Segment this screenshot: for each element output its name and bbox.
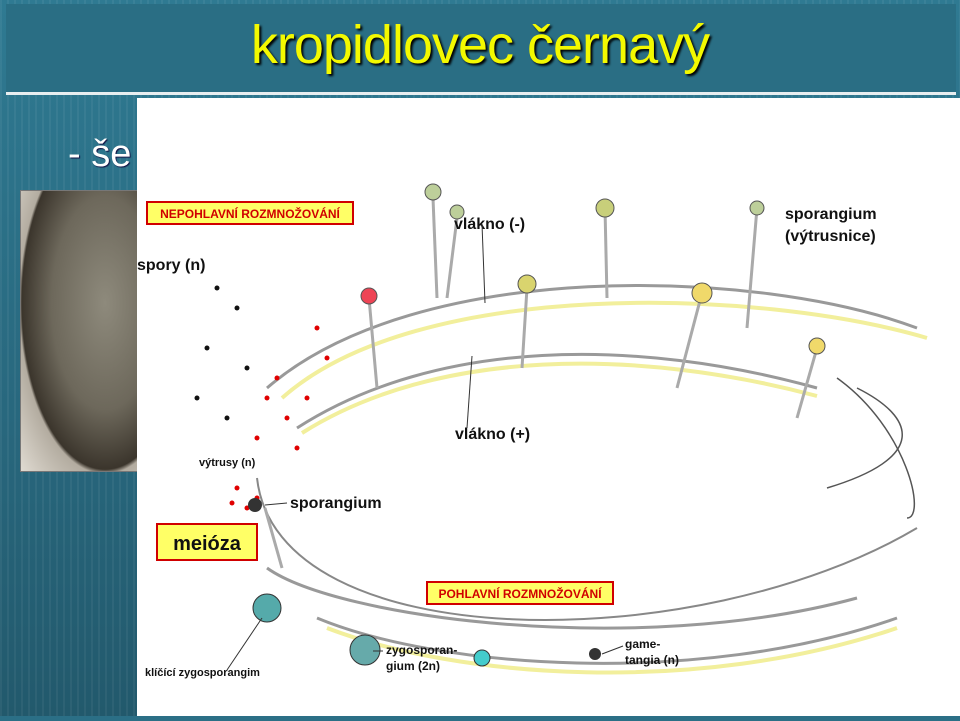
sporangium-mid-label: sporangium — [290, 495, 382, 512]
hypha-plus-fill — [300, 361, 818, 435]
title-bar — [6, 4, 956, 95]
meiosis-box: meióza — [156, 523, 258, 561]
leader-sporangium-mid — [264, 502, 288, 506]
gametangia-label-1: game- — [625, 637, 660, 651]
arrow-right-inner — [826, 387, 903, 489]
hypha-minus-top — [266, 284, 918, 390]
slide-title: kropidlovec černavý — [250, 15, 710, 75]
outer-hypha-lower — [256, 477, 918, 621]
leader-filament-minus — [481, 223, 486, 304]
filament-plus-label: vlákno (+) — [455, 426, 530, 443]
sexual-rail-fill — [326, 626, 898, 675]
sporangiophores-minus — [360, 183, 826, 419]
sporangium-top-label-1: sporangium — [785, 206, 877, 223]
hypha-plus-top — [296, 352, 818, 430]
germinating-label: klíčící zygosporangim — [145, 667, 260, 679]
sexual-rail-top — [266, 566, 858, 630]
arrow-right-outer — [836, 377, 916, 519]
filament-minus-label: vlákno (-) — [454, 216, 525, 233]
sexual-header: POHLAVNÍ ROZMNOŽOVÁNÍ — [426, 581, 614, 605]
zygosporangium-label-1: zygosporan- — [386, 643, 457, 657]
life-cycle-svg: NEPOHLAVNÍ ROZMNOŽOVÁNÍ — [137, 183, 928, 679]
spores-cloud — [194, 285, 330, 511]
sexual-rail-bottom — [316, 616, 898, 665]
sexual-header-text: POHLAVNÍ ROZMNOŽOVÁNÍ — [438, 586, 602, 601]
zygosporangium-label-2: gium (2n) — [386, 659, 440, 673]
hypha-minus-fill — [280, 300, 928, 400]
spores-small-label: výtrusy (n) — [199, 457, 256, 469]
leader-filament-plus — [466, 355, 473, 429]
leader-germinating — [226, 617, 263, 671]
meiosis-text: meióza — [173, 533, 242, 555]
sporangium-top-label-2: (výtrusnice) — [785, 228, 876, 245]
leader-gametangia — [601, 645, 624, 655]
sporangium-mid-dot — [248, 498, 262, 512]
asexual-header-text: NEPOHLAVNÍ ROZMNOŽOVÁNÍ — [160, 206, 340, 221]
asexual-header: NEPOHLAVNÍ ROZMNOŽOVÁNÍ — [146, 201, 354, 225]
life-cycle-diagram: NEPOHLAVNÍ ROZMNOŽOVÁNÍ — [137, 98, 960, 716]
zygosporangia — [252, 593, 601, 667]
spores-label: spory (n) — [137, 257, 205, 274]
slide-subtitle-fragment: - še — [68, 133, 132, 175]
sporangium-mid-stalk — [263, 507, 284, 569]
gametangia-label-2: tangia (n) — [625, 653, 679, 667]
